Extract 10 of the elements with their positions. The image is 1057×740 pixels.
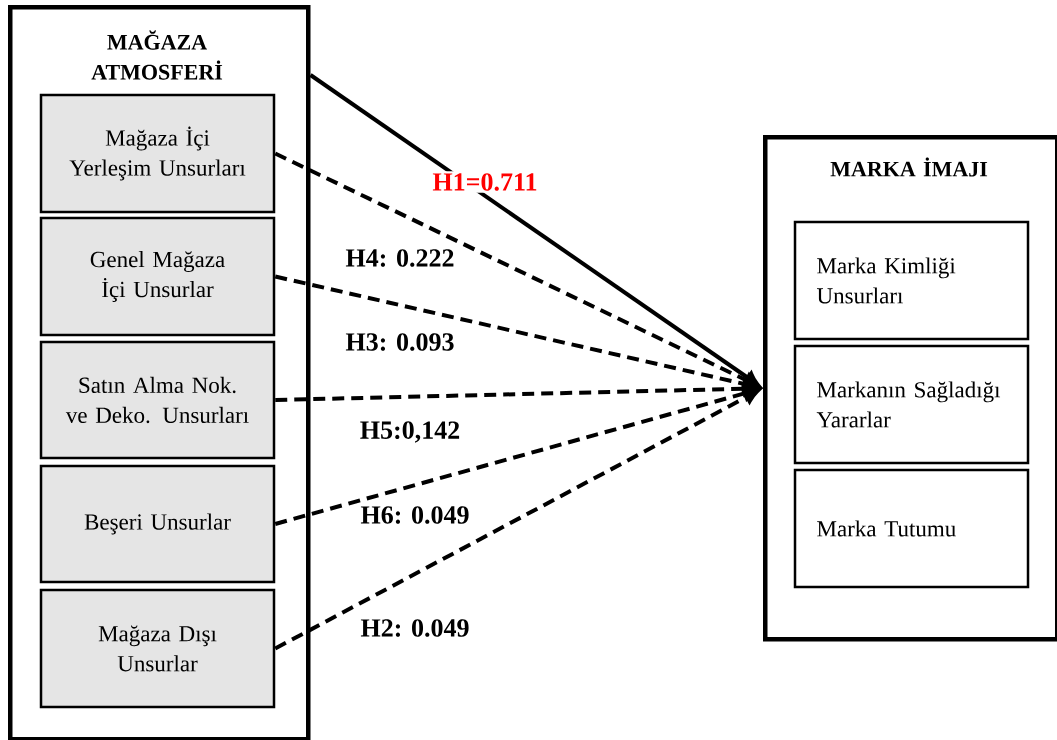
factor-box: Satın Alma Nok. ve Deko. Unsurları [39, 340, 276, 460]
factor-box: Beşeri Unsurlar [39, 464, 276, 584]
factor-box: Mağaza Dışı Unsurlar [39, 588, 276, 709]
edge-label: H4: 0.222 [343, 247, 457, 269]
factor-box: Marka Tutumu [793, 468, 1030, 589]
factor-box: Markanın Sağladığı Yararlar [793, 344, 1030, 465]
factor-box: Marka Kimliği Unsurları [793, 220, 1030, 341]
factor-box: Genel Mağaza İçi Unsurlar [39, 216, 276, 337]
edge-label: H1=0.711 [430, 171, 540, 193]
factor-box: Mağaza İçi Yerleşim Unsurları [39, 93, 276, 214]
